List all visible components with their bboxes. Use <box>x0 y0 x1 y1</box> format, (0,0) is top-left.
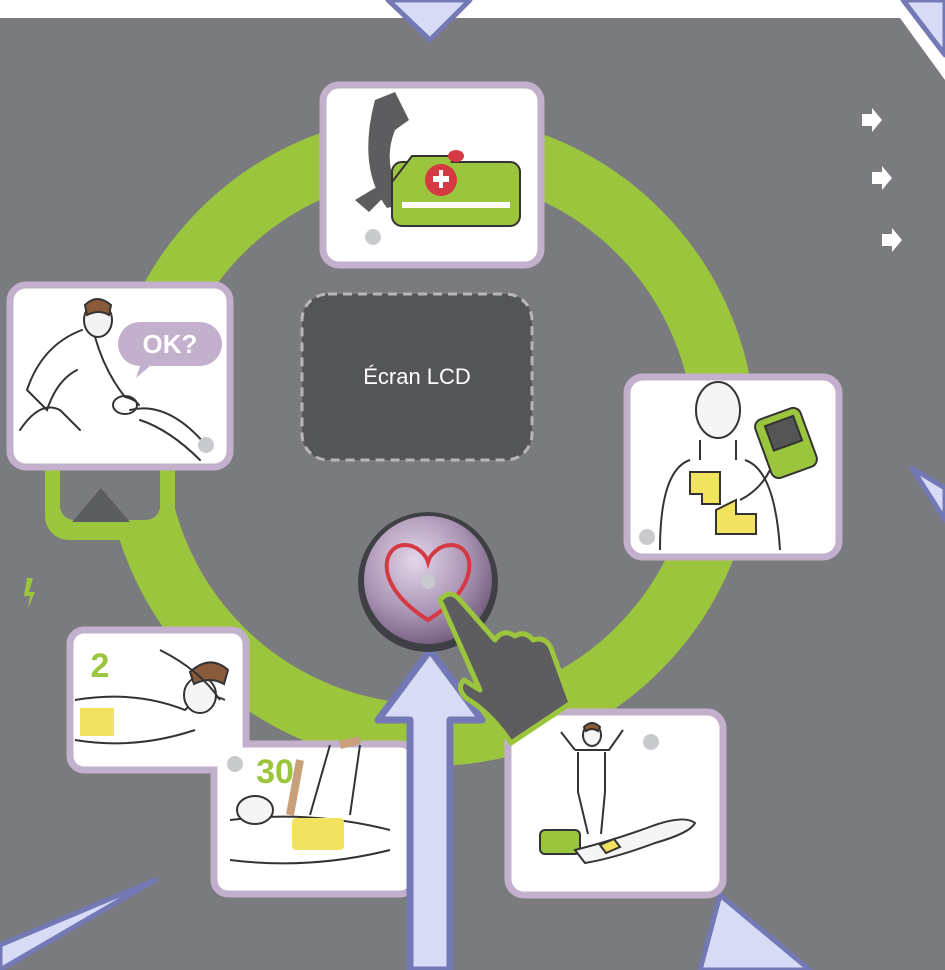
compression-count: 30 <box>256 753 294 791</box>
top-arrow <box>385 0 473 43</box>
pointing-hand <box>437 591 574 746</box>
arrow-icon <box>872 166 892 190</box>
top-right-arrow <box>900 0 945 58</box>
triangle-up-icon <box>72 488 130 522</box>
lcd-screen <box>300 292 534 462</box>
cpr-compressions-icon <box>74 649 391 865</box>
step-call-emergency[interactable] <box>319 81 545 269</box>
status-dot <box>643 734 659 750</box>
step-stand-clear[interactable] <box>504 708 727 899</box>
patient-with-pads-icon <box>659 381 818 551</box>
rescuer-checking-victim-icon <box>19 298 211 461</box>
right-arrow <box>909 465 945 523</box>
step-cpr[interactable]: 2 30 <box>66 626 418 898</box>
step-check-response[interactable]: OK? <box>6 281 234 471</box>
status-dot <box>365 229 381 245</box>
speech-bubble <box>118 322 222 378</box>
step-attach-pads[interactable] <box>623 373 843 561</box>
arrow-icon <box>862 108 882 132</box>
status-dot <box>227 756 243 772</box>
breath-count: 2 <box>91 647 110 685</box>
status-dot <box>639 529 655 545</box>
ok-bubble-text: OK? <box>143 329 198 359</box>
lightning-icon <box>24 578 35 608</box>
indicator-arrows <box>862 108 902 252</box>
bottom-right-arrow <box>697 892 813 970</box>
arrow-icon <box>882 228 902 252</box>
heart-icon <box>384 542 472 623</box>
direction-arrow <box>374 646 486 970</box>
phone-ambulance-icon <box>355 92 521 227</box>
status-dot <box>198 437 214 453</box>
lcd-label: Écran LCD <box>363 364 471 389</box>
bottom-left-arrow <box>0 877 158 970</box>
stand-clear-icon <box>539 722 697 865</box>
